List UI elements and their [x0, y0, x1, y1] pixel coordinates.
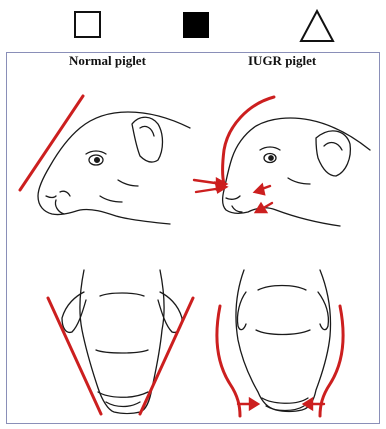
normal-right-head-line: [140, 298, 193, 414]
iugr-snout-arrow-lower: [196, 183, 226, 192]
normal-left-head-line: [48, 298, 101, 414]
iugr-piglet-top-view: [236, 270, 331, 412]
iugr-right-head-curve: [320, 306, 343, 416]
iugr-piglet-side-view: [223, 118, 370, 226]
normal-forehead-line: [20, 96, 83, 190]
iugr-jaw-arrow: [256, 203, 272, 212]
iugr-forehead-curve: [223, 97, 275, 184]
normal-piglet-top-view: [62, 270, 182, 414]
iugr-cheek-arrow: [255, 185, 270, 194]
normal-piglet-label: Normal piglet: [63, 53, 152, 69]
iugr-piglet-label: IUGR piglet: [242, 53, 322, 69]
iugr-left-snout-arrow: [238, 399, 258, 409]
